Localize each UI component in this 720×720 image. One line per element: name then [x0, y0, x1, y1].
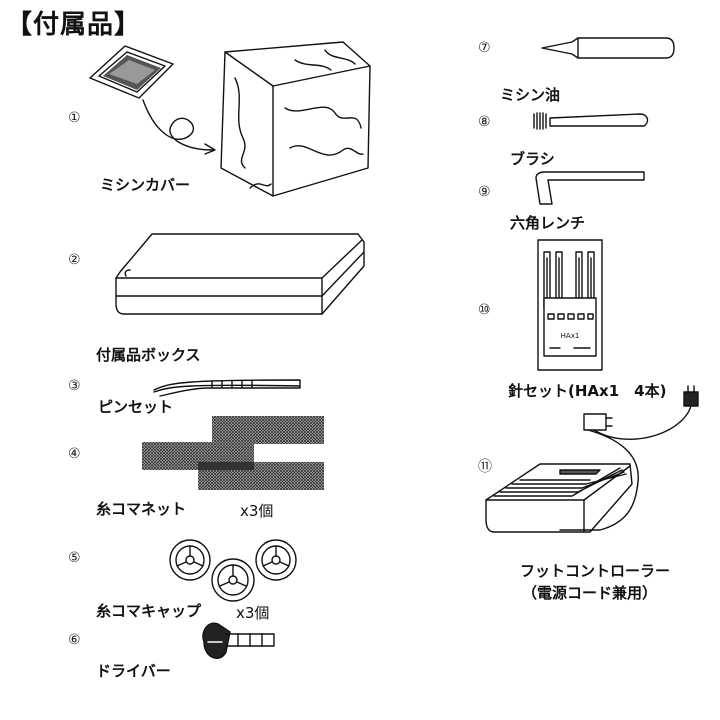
hex-wrench-illustration: [535, 171, 645, 205]
item-label-7: ミシン油: [500, 86, 561, 104]
sewing-cover-illustration: [89, 41, 371, 197]
item-label-8: ブラシ: [510, 150, 555, 168]
item-number-2: ②: [68, 252, 81, 268]
item-label-5: 糸コマキャップ: [96, 602, 202, 620]
screwdriver-illustration: [202, 622, 275, 660]
item-number-7: ⑦: [478, 40, 491, 56]
item-number-10: ⑩: [478, 302, 491, 318]
item-label-3: ピンセット: [98, 398, 174, 416]
item-label-9: 六角レンチ: [510, 214, 586, 232]
foot-controller-illustration: [485, 385, 699, 533]
item-label-11-sub: （電源コード兼用）: [522, 584, 658, 602]
item-label-10: 針セット(HAx1 4本): [508, 382, 667, 400]
tweezers-illustration: [153, 379, 301, 397]
item-label-6: ドライバー: [96, 662, 171, 680]
item-number-3: ③: [68, 378, 81, 394]
item-number-8: ⑧: [478, 114, 491, 130]
item-number-6: ⑥: [68, 632, 81, 648]
oil-bottle-illustration: [541, 37, 675, 59]
spool-net-illustration: [142, 416, 324, 490]
brush-illustration: [533, 112, 649, 130]
spool-cap-illustration: [169, 539, 297, 602]
item-qty-4: x3個: [240, 502, 274, 520]
item-label-1: ミシンカバー: [100, 176, 191, 194]
item-number-5: ⑤: [68, 550, 81, 566]
item-number-1: ①: [68, 110, 81, 126]
needle-set-illustration: HAx1: [537, 239, 603, 371]
page-title: 【付属品】: [6, 10, 142, 40]
item-number-9: ⑨: [478, 184, 491, 200]
needle-pack-text: HAx1: [561, 332, 580, 340]
item-number-11: ⑪: [478, 459, 492, 475]
item-label-11: フットコントローラー: [520, 562, 671, 580]
item-label-4: 糸コマネット: [96, 500, 187, 518]
item-qty-5: x3個: [236, 604, 270, 622]
item-label-2: 付属品ボックス: [96, 346, 201, 364]
item-number-4: ④: [68, 446, 81, 462]
accessory-box-illustration: [115, 233, 365, 315]
